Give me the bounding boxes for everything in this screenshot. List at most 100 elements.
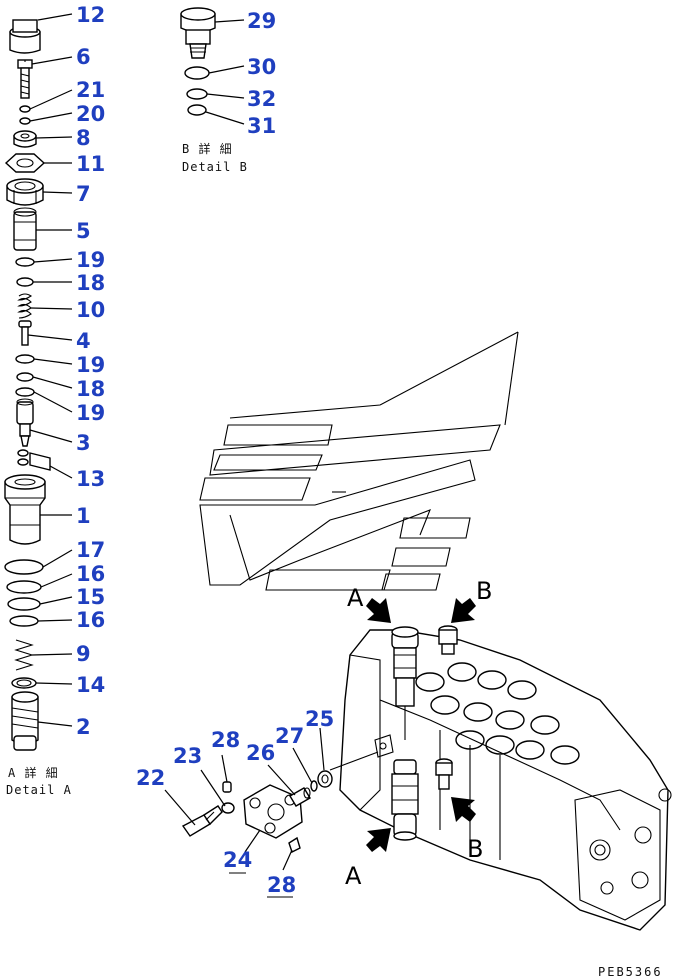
- detail-b-caption-jp: B 詳 細: [182, 141, 233, 156]
- callout-a-0[interactable]: 12: [76, 3, 105, 27]
- part-cover-24[interactable]: [243, 784, 303, 839]
- arrow-a-lower-icon: [366, 828, 391, 852]
- callout-a-2[interactable]: 21: [76, 78, 105, 102]
- part-spacer-25[interactable]: [317, 770, 333, 788]
- callout-a-15[interactable]: 3: [76, 431, 91, 455]
- part-nut-7[interactable]: [6, 178, 44, 206]
- valve-assembly: [329, 625, 672, 931]
- callout-a-11[interactable]: 4: [76, 329, 91, 353]
- part-cap-12[interactable]: [9, 19, 41, 54]
- detail-b-caption-en: Detail B: [182, 160, 248, 174]
- part-ring-19b[interactable]: [15, 354, 35, 364]
- part-ring-13[interactable]: [17, 449, 51, 471]
- part-spring-10[interactable]: [17, 293, 32, 319]
- arrow-b-upper-icon: [451, 598, 476, 623]
- part-plug-29[interactable]: [180, 7, 216, 59]
- side-leaders: [164, 727, 325, 871]
- callout-a-23[interactable]: 14: [76, 673, 105, 697]
- part-spool-3[interactable]: [16, 398, 34, 447]
- part-ring-15[interactable]: [7, 597, 41, 611]
- callout-a-16[interactable]: 13: [76, 467, 105, 491]
- detail-b-callouts: 29 30 32 31: [247, 9, 276, 138]
- part-ring-18a[interactable]: [16, 277, 34, 287]
- detail-a-leaders: [27, 13, 73, 727]
- valve-a-lower[interactable]: [391, 759, 419, 841]
- part-plate-11[interactable]: [4, 153, 46, 173]
- callout-a-22[interactable]: 9: [76, 642, 91, 666]
- callout-a-19[interactable]: 16: [76, 562, 105, 586]
- detail-b-parts: [180, 7, 216, 116]
- callout-a-7[interactable]: 5: [76, 219, 91, 243]
- view-letter-b-lower: B: [467, 835, 483, 863]
- callout-a-21[interactable]: 16: [76, 608, 105, 632]
- part-plug-2[interactable]: [11, 691, 39, 751]
- callout-s-2[interactable]: 28: [211, 728, 240, 752]
- callout-a-13[interactable]: 18: [76, 377, 105, 401]
- arrow-b-lower-icon: [451, 797, 476, 822]
- callout-s-6[interactable]: 24: [223, 848, 252, 872]
- detail-a-caption-en: Detail A: [6, 783, 72, 797]
- part-body-1[interactable]: [4, 474, 46, 545]
- part-sleeve-26[interactable]: [289, 787, 311, 807]
- part-ring-16b[interactable]: [9, 615, 39, 627]
- part-spring-9[interactable]: [14, 639, 34, 671]
- view-letter-a-upper: A: [347, 584, 364, 612]
- part-nut-8[interactable]: [13, 130, 37, 148]
- part-ring-27[interactable]: [310, 780, 318, 792]
- side-callouts: 22 23 28 26 27 25 24 28: [136, 707, 334, 897]
- detail-a-callouts: 12 6 21 20 8 11 7 5 19 18 10 4 19 18 19 …: [76, 3, 105, 739]
- part-ring-21[interactable]: [19, 105, 31, 113]
- callout-a-20[interactable]: 15: [76, 585, 105, 609]
- part-bolt-6[interactable]: [17, 59, 33, 99]
- callout-b-1[interactable]: 30: [247, 55, 276, 79]
- callout-a-24[interactable]: 2: [76, 715, 91, 739]
- detail-b-leaders: [205, 19, 245, 125]
- callout-s-0[interactable]: 22: [136, 766, 165, 790]
- callout-a-6[interactable]: 7: [76, 182, 91, 206]
- part-bolt-22[interactable]: [181, 805, 223, 837]
- plug-b-upper[interactable]: [438, 625, 458, 655]
- callout-s-1[interactable]: 23: [173, 744, 202, 768]
- part-sleeve-5[interactable]: [13, 207, 37, 251]
- part-ring-20[interactable]: [19, 117, 31, 125]
- part-pin-28a[interactable]: [222, 781, 232, 793]
- callout-a-1[interactable]: 6: [76, 45, 91, 69]
- arrow-a-upper-icon: [366, 598, 391, 623]
- part-ring-19c[interactable]: [15, 387, 35, 397]
- callout-a-10[interactable]: 10: [76, 298, 105, 322]
- plug-b-lower[interactable]: [435, 758, 453, 790]
- callout-b-3[interactable]: 31: [247, 114, 276, 138]
- detail-a-column: [4, 19, 51, 751]
- valve-a-upper[interactable]: [391, 626, 419, 740]
- callout-a-5[interactable]: 11: [76, 152, 105, 176]
- cover-mount: [329, 734, 394, 771]
- part-ring-16a[interactable]: [6, 580, 42, 594]
- callout-s-5[interactable]: 25: [305, 707, 334, 731]
- side-parts: [181, 770, 333, 853]
- callout-b-2[interactable]: 32: [247, 87, 276, 111]
- callout-b-0[interactable]: 29: [247, 9, 276, 33]
- chevron-logo-graphic: [199, 331, 519, 591]
- callout-s-7[interactable]: 28: [267, 873, 296, 897]
- callout-a-9[interactable]: 18: [76, 271, 105, 295]
- part-ring-19a[interactable]: [15, 257, 35, 267]
- part-ring-17[interactable]: [4, 559, 44, 575]
- callout-a-18[interactable]: 17: [76, 538, 105, 562]
- callout-s-4[interactable]: 27: [275, 724, 304, 748]
- part-ring-30[interactable]: [184, 66, 210, 80]
- callout-a-3[interactable]: 20: [76, 102, 105, 126]
- callout-a-8[interactable]: 19: [76, 248, 105, 272]
- callout-a-12[interactable]: 19: [76, 353, 105, 377]
- callout-a-14[interactable]: 19: [76, 401, 105, 425]
- part-ring-18b[interactable]: [16, 372, 34, 382]
- view-letters: A B A B: [345, 577, 492, 890]
- callout-a-4[interactable]: 8: [76, 126, 91, 150]
- part-ring-32[interactable]: [186, 88, 208, 100]
- callout-a-17[interactable]: 1: [76, 504, 91, 528]
- callout-s-3[interactable]: 26: [246, 741, 275, 765]
- view-arrows: [366, 598, 476, 852]
- drawing-code: PEB5366: [598, 965, 663, 979]
- part-pin-4[interactable]: [18, 320, 32, 346]
- part-pin-28b[interactable]: [288, 836, 301, 853]
- part-ring-31[interactable]: [187, 104, 207, 116]
